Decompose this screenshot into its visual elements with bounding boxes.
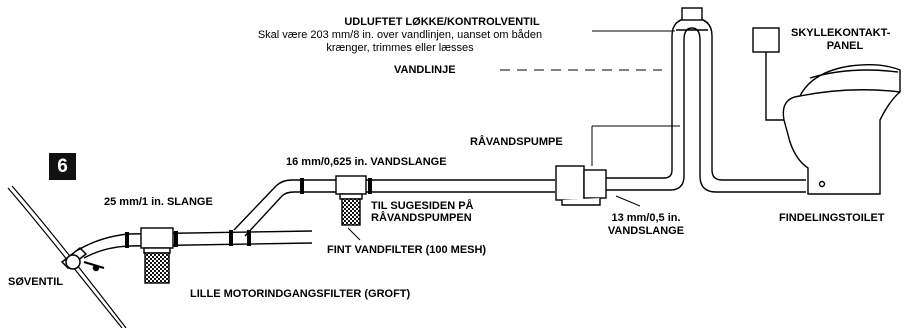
vent-loop-title: UDLUFTET LØKKE/KONTROLVENTIL xyxy=(344,16,540,28)
suction-side-label-line-2: RÅVANDSPUMPEN xyxy=(371,212,472,224)
suction-side-label-line-1: TIL SUGESIDEN PÅ xyxy=(371,200,474,212)
hose-clamps xyxy=(125,230,251,248)
seacock-icon xyxy=(60,247,105,272)
fine-water-filter xyxy=(335,175,367,226)
seacock-label: SØVENTIL xyxy=(8,276,64,288)
vent-loop-valve xyxy=(676,7,708,31)
vent-loop-note-line-1: Skal være 203 mm/8 in. over vandlinjen, … xyxy=(257,29,543,41)
waterline-label: VANDLINJE xyxy=(394,64,456,76)
hose-16mm-clamps xyxy=(300,178,372,194)
macerating-toilet xyxy=(782,63,901,195)
step-number-badge: 6 xyxy=(49,153,76,180)
vent-loop-note-line-2: krænger, trimmes eller læsses xyxy=(326,42,474,54)
hose-13mm-label-line-1: 13 mm/0,5 in. xyxy=(611,212,681,224)
hull-line xyxy=(7,185,127,328)
fine-filter-label: FINT VANDFILTER (100 MESH) xyxy=(327,244,487,256)
raw-water-pump-label: RÅVANDSPUMPE xyxy=(470,136,563,148)
flush-panel-label-line-2: PANEL xyxy=(826,40,864,52)
flush-switch-panel xyxy=(752,27,788,121)
coarse-strainer xyxy=(140,227,174,284)
strainer-label: LILLE MOTORINDGANGSFILTER (GROFT) xyxy=(190,288,411,300)
hose-25mm-label: 25 mm/1 in. SLANGE xyxy=(104,196,213,208)
macerating-toilet-label: FINDELINGSTOILET xyxy=(779,212,885,224)
hose-16mm-label: 16 mm/0,625 in. VANDSLANGE xyxy=(286,156,447,168)
hose-16mm xyxy=(233,179,555,237)
leader-lines xyxy=(347,30,680,241)
hose-13mm-label-line-2: VANDSLANGE xyxy=(607,225,685,237)
hose-25mm xyxy=(77,230,313,259)
raw-water-pump xyxy=(555,165,607,206)
flush-panel-label-line-1: SKYLLEKONTAKT- xyxy=(791,27,891,39)
